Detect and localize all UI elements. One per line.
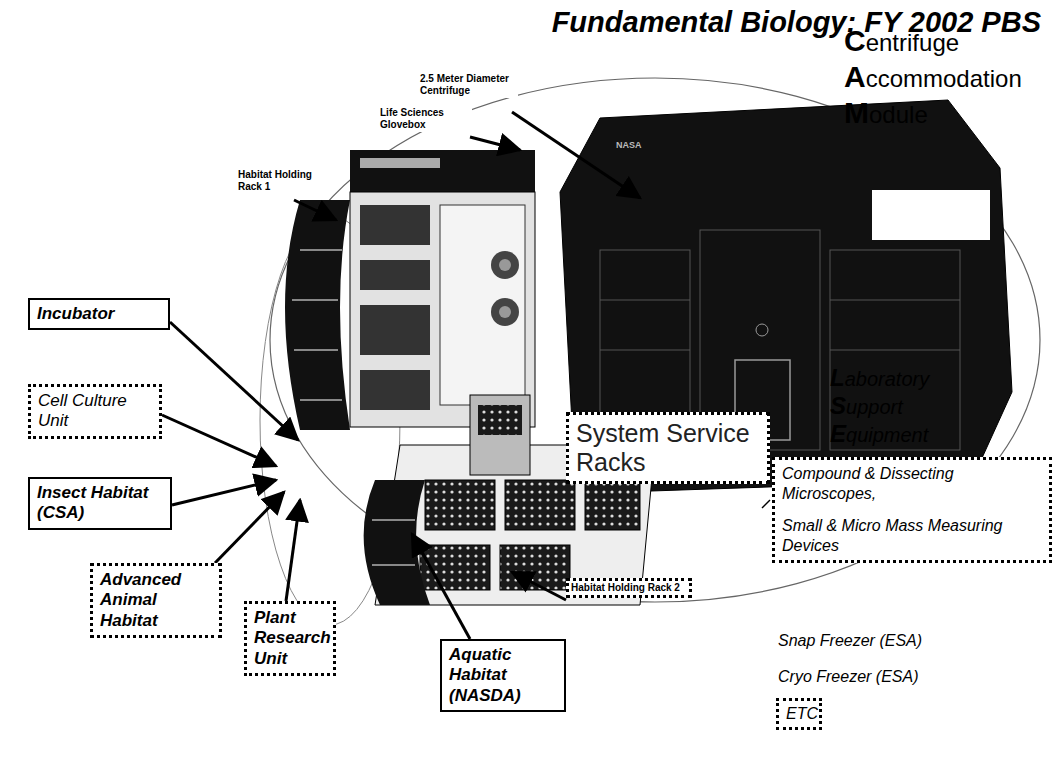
group-heading: Support bbox=[830, 392, 903, 421]
box-text: Insect Habitat (CSA) bbox=[37, 483, 163, 524]
box-text: Compound & Dissecting Microscopes, bbox=[782, 464, 1042, 504]
box-text: System Service Racks bbox=[576, 419, 760, 477]
equipment-label: Snap Freezer (ESA) bbox=[778, 632, 922, 650]
module-name: Accommodation bbox=[844, 60, 1022, 95]
solid-label-box: Aquatic Habitat (NASDA) bbox=[440, 639, 566, 712]
box-text: Plant Research Unit bbox=[254, 608, 326, 669]
box-text: Advanced Animal Habitat bbox=[100, 570, 212, 631]
dotted-label-box: System Service Racks bbox=[566, 412, 770, 484]
box-text: Small & Micro Mass Measuring Devices bbox=[782, 516, 1042, 556]
solid-label-box: Incubator bbox=[28, 298, 170, 330]
logo-text: NASA bbox=[616, 140, 642, 150]
module-name: Module bbox=[844, 96, 928, 131]
part-label: Habitat Holding Rack 1 bbox=[236, 168, 330, 194]
part-label: Life Sciences Glovebox bbox=[378, 106, 472, 132]
solid-label-box: Insect Habitat (CSA) bbox=[28, 477, 172, 530]
box-text: Incubator bbox=[37, 304, 161, 324]
group-heading: Equipment bbox=[830, 420, 928, 449]
box-text: Habitat Holding Rack 2 bbox=[571, 582, 687, 594]
dotted-label-box: Habitat Holding Rack 2 bbox=[566, 578, 692, 598]
module-name: Centrifuge bbox=[844, 24, 959, 59]
box-text: Aquatic Habitat (NASDA) bbox=[449, 645, 557, 706]
box-text: ETC bbox=[786, 705, 812, 723]
dotted-label-box: Compound & Dissecting Microscopes, Small … bbox=[772, 457, 1052, 563]
box-text: Cell Culture Unit bbox=[38, 391, 152, 432]
dotted-label-box: Cell Culture Unit bbox=[28, 384, 162, 439]
equipment-label: Cryo Freezer (ESA) bbox=[778, 668, 918, 686]
diagram-title: Fundamental Biology: FY 2002 PBS bbox=[552, 6, 1041, 39]
part-label: 2.5 Meter Diameter Centrifuge bbox=[418, 72, 518, 98]
dotted-label-box: ETC bbox=[776, 698, 822, 730]
dotted-label-box: Plant Research Unit bbox=[244, 601, 336, 676]
dotted-label-box: Advanced Animal Habitat bbox=[90, 563, 222, 638]
group-heading: Laboratory bbox=[830, 364, 929, 393]
